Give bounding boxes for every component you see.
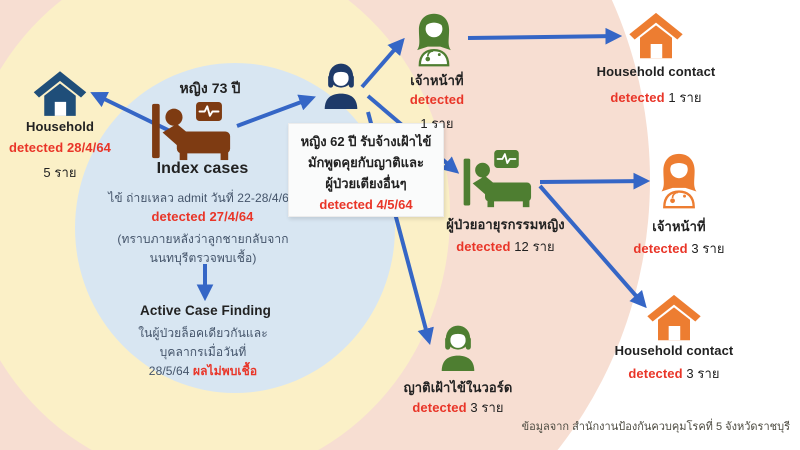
index-note-line2: นนทบุรีตรวจพบเชื้อ) [149,251,257,265]
ward-bed-icon [462,157,536,208]
count: 12 ราย [510,239,555,254]
count: 3 ราย [466,400,504,415]
detected-word: detected [628,366,683,381]
caregiver-woman-icon [317,60,365,110]
acf-line2: บุคลากรเมื่อวันที่ [159,345,247,359]
household-contact-top-detected-line: detected 1 ราย [590,87,722,108]
acf-result-line: 28/5/64 ผลไม่พบเชื้อ [108,362,298,381]
household-count: 5 ราย [43,165,77,180]
patient-bed-icon [150,102,236,161]
detected-word: detected [610,90,665,105]
household-label: Household [25,119,95,134]
nurse-icon-staff-top [409,12,459,67]
acf-no-infection: ผลไม่พบเชื้อ [192,364,258,378]
index-cases-title: Index cases [156,160,249,177]
acf-line1: ในผู้ป่วยล็อคเดียวกันและ [138,326,268,340]
nurse-icon-staff-mid [653,152,705,209]
ward-relatives-label: ญาติเฝ้าไข้ในวอร์ด [403,380,513,395]
index-history: ไข้ ถ่ายเหลว admit วันที่ 22-28/4/64 [108,191,296,205]
ward-relatives-detected-line: detected 3 ราย [403,397,513,418]
household-contact-bottom-detected-line: detected 3 ราย [620,363,728,384]
arrow-caregiver-to-staff [360,37,405,89]
detected-word: detected [456,239,511,254]
ward-patients-label: ผู้ป่วยอายุรกรรมหญิง [446,217,565,232]
house-icon [32,70,88,118]
household-contact-top-label: Household contact [596,64,716,79]
caregiver-line3: ผู้ป่วยเตียงอื่นๆ [325,176,407,191]
caregiver-callout: หญิง 62 ปี รับจ้างเฝ้าไข้ มักพูดคุยกับญา… [288,123,444,217]
acf-date: 28/5/64 [148,364,193,378]
relative-woman-icon [434,322,482,372]
count: 3 ราย [687,241,725,256]
household-detected: detected 28/4/64 [8,140,112,155]
inner-ring-index [75,63,395,393]
arrow-ward-to-household-contact [538,184,647,309]
arrow-staff-to-household-contact [467,27,623,45]
index-note-line1: (ทราบภายหลังว่าลูกชายกลับจาก [117,232,289,246]
staff-mid-detected-line: detected 3 ราย [628,238,730,259]
staff-top-label: เจ้าหน้าที่ [410,73,464,88]
staff-top-detected: detected [409,92,465,107]
caregiver-detected: detected 4/5/64 [319,197,413,212]
acf-title: Active Case Finding [140,303,271,318]
house-icon-contact-bottom [645,294,703,342]
staff-mid-label: เจ้าหน้าที่ [652,219,706,234]
caregiver-line1: หญิง 62 ปี รับจ้างเฝ้าไข้ [300,134,432,149]
arrow-ward-to-staff [539,172,651,190]
caregiver-line2: มักพูดคุยกับญาติและ [307,155,425,170]
arrow-index-to-caregiver [236,94,316,128]
index-detected: detected 27/4/64 [151,209,254,224]
household-contact-bottom-label: Household contact [614,343,734,358]
house-icon-contact-top [627,12,685,60]
index-age-label: หญิง 73 ปี [179,80,241,96]
count: 1 ราย [664,90,702,105]
count: 3 ราย [682,366,720,381]
staff-top-count: 1 ราย [420,116,454,131]
data-source-note: ข้อมูลจาก สำนักงานป้องกันควบคุมโรคที่ 5 … [521,421,790,433]
ward-patients-detected-line: detected 12 ราย [448,236,563,257]
detected-word: detected [633,241,688,256]
detected-word: detected [412,400,467,415]
ekg-monitor-icon [196,102,222,121]
